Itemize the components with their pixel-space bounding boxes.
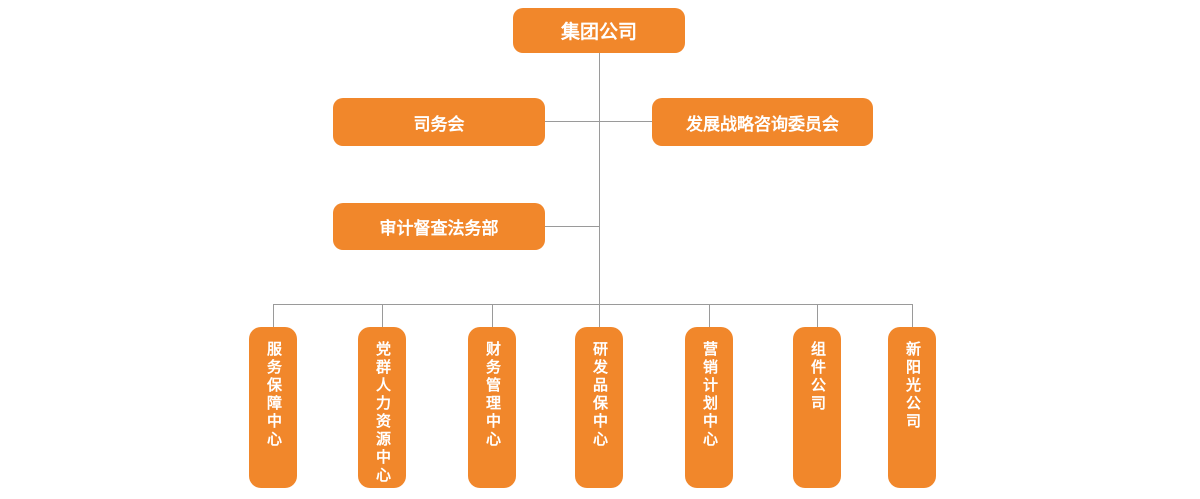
node-label: 党群人力资源中心	[374, 341, 391, 485]
connector-drop-1	[273, 304, 274, 327]
node-group-company: 集团公司	[513, 8, 685, 53]
node-label: 组件公司	[809, 341, 826, 413]
node-label: 发展战略咨询委员会	[686, 114, 839, 134]
connector-drop-2	[382, 304, 383, 327]
node-label: 研发品保中心	[591, 341, 608, 449]
connector-drop-4	[599, 304, 600, 327]
connector-drop-5	[709, 304, 710, 327]
dept-node-rnd-quality-center: 研发品保中心	[575, 327, 623, 488]
dept-node-finance-management-center: 财务管理中心	[468, 327, 516, 488]
node-label: 服务保障中心	[265, 341, 282, 449]
node-label: 营销计划中心	[701, 341, 718, 449]
dept-node-marketing-planning-center: 营销计划中心	[685, 327, 733, 488]
node-label: 审计督查法务部	[379, 219, 499, 238]
dept-node-components-company: 组件公司	[793, 327, 841, 488]
connector-level3	[545, 226, 599, 227]
connector-drop-3	[492, 304, 493, 327]
node-audit-supervision-legal: 审计督查法务部	[333, 203, 545, 250]
node-label: 司务会	[413, 114, 465, 134]
node-development-strategy-committee: 发展战略咨询委员会	[652, 98, 873, 146]
connector-bus	[273, 304, 912, 305]
node-company-affairs-council: 司务会	[333, 98, 545, 146]
node-label: 新阳光公司	[904, 341, 921, 431]
connector-trunk	[599, 53, 600, 304]
node-label: 集团公司	[560, 22, 637, 43]
dept-node-new-sunshine-company: 新阳光公司	[888, 327, 936, 488]
connector-level2	[545, 121, 652, 122]
dept-node-party-hr-center: 党群人力资源中心	[358, 327, 406, 488]
connector-drop-6	[817, 304, 818, 327]
connector-drop-7	[912, 304, 913, 327]
node-label: 财务管理中心	[484, 341, 501, 449]
dept-node-service-support-center: 服务保障中心	[249, 327, 297, 488]
